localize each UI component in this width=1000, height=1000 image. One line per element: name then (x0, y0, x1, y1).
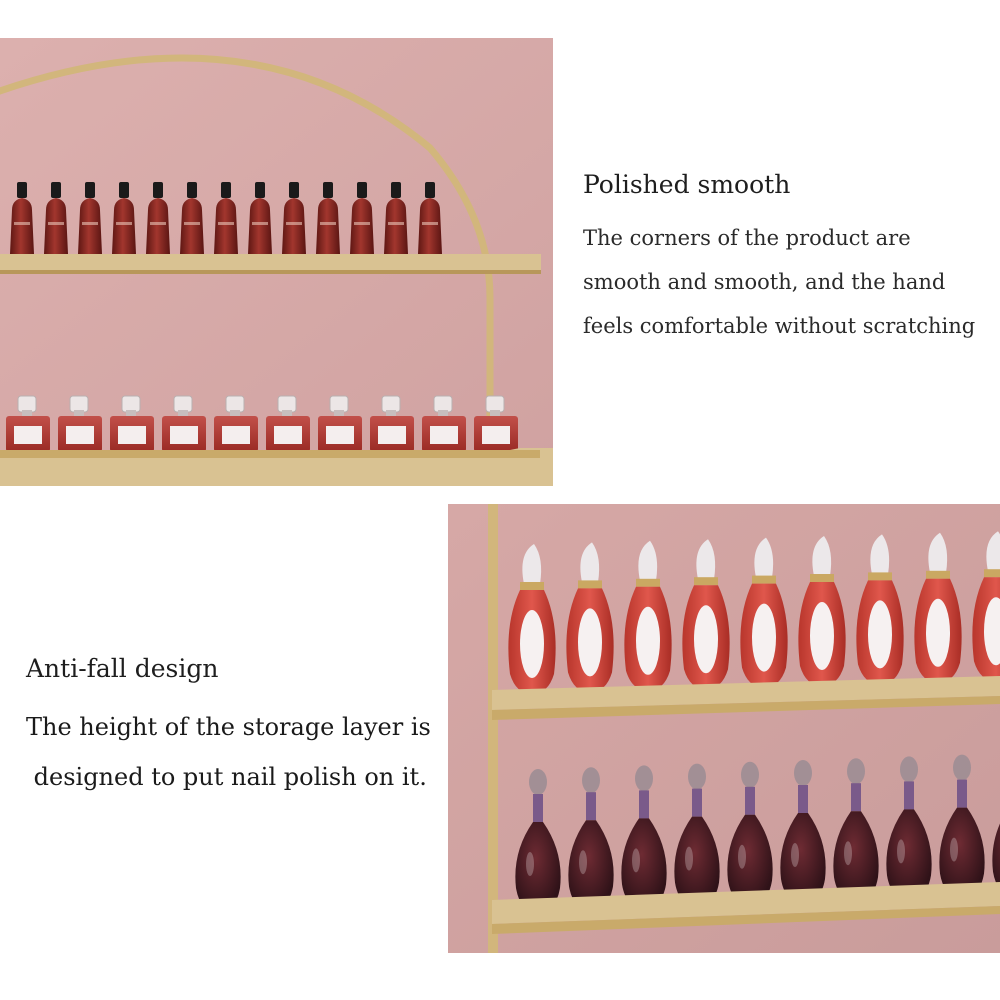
top-row-bottles (10, 182, 442, 254)
bottle (418, 182, 442, 254)
perfume-bottle (474, 395, 518, 452)
bottle (248, 182, 272, 254)
amphora-bottle (508, 544, 556, 694)
amphora-bottle (624, 540, 672, 691)
perfume-bottle (370, 395, 414, 452)
amphora-bottle (914, 532, 962, 683)
perfume-bottle (58, 395, 102, 452)
bottle (384, 182, 408, 254)
amphora-bottle (972, 531, 1000, 682)
photo-bottom-shelf (448, 504, 1000, 953)
perfume-bottle (110, 395, 154, 452)
bottle (10, 182, 34, 254)
dark-bottle (992, 823, 1000, 890)
dark-bottle (727, 761, 773, 905)
amphora-bottle (740, 537, 788, 688)
feature-title: Anti-fall design (26, 654, 219, 683)
description-line: designed to put nail polish on it. (26, 763, 427, 791)
feature-anti-fall-design: Anti-fall design The height of the stora… (26, 654, 446, 802)
dark-bottles-row (515, 754, 1000, 912)
dark-bottle (886, 756, 932, 900)
lower-row-perfumes (6, 395, 518, 452)
description-line: The corners of the product are (583, 226, 911, 250)
bottle (180, 182, 204, 254)
bottle (78, 182, 102, 254)
dark-bottle (621, 765, 667, 909)
perfume-bottle (214, 395, 258, 452)
bottle (282, 182, 306, 254)
amphora-bottle (856, 534, 904, 685)
description-line: smooth and smooth, and the hand (583, 270, 946, 294)
dark-bottle (674, 763, 720, 907)
description-line: The height of the storage layer is (26, 713, 431, 741)
bottle (214, 182, 238, 254)
amphora-bottle (682, 539, 730, 690)
bottle (316, 182, 340, 254)
feature-description: The height of the storage layer is desig… (26, 702, 446, 802)
amphora-bottle (798, 536, 846, 686)
perfume-bottle (162, 395, 206, 452)
dark-bottle (515, 769, 561, 912)
feature-polished-smooth: Polished smooth The corners of the produ… (583, 170, 993, 348)
dark-bottle (780, 760, 826, 903)
bottle (146, 182, 170, 254)
dark-bottle (568, 767, 614, 911)
perfume-bottle (266, 395, 310, 452)
amphora-bottles-row (508, 531, 1000, 694)
bottle (350, 182, 374, 254)
photo-top-shelf (0, 38, 553, 486)
feature-description: The corners of the product are smooth an… (583, 216, 993, 348)
dark-bottle (939, 754, 985, 898)
perfume-bottle (318, 395, 362, 452)
feature-title: Polished smooth (583, 170, 791, 199)
bottle (112, 182, 136, 254)
description-line: feels comfortable without scratching (583, 314, 976, 338)
perfume-bottle (422, 395, 466, 452)
perfume-bottle (6, 395, 50, 452)
dark-bottle (833, 758, 879, 902)
amphora-bottle (566, 542, 614, 693)
bottle (44, 182, 68, 254)
